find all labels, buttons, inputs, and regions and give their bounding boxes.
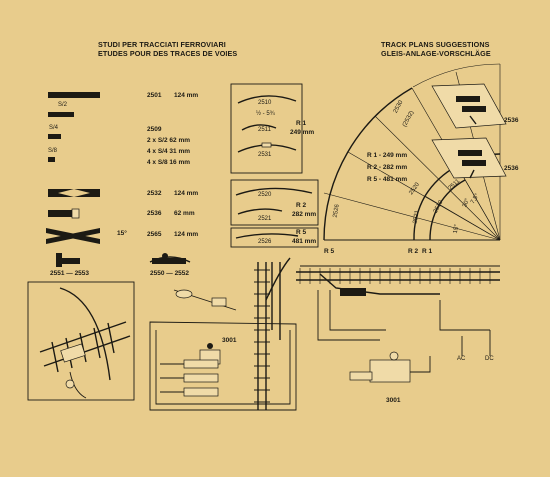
radius-r5: R 5 - 481 mm <box>367 176 408 183</box>
curve-r2-length: 282 mm <box>292 211 317 218</box>
code-2532: 2532 <box>147 190 162 197</box>
track-piece-s2 <box>48 112 74 117</box>
uncoupler-2550 <box>149 253 191 264</box>
radius-r1: R 1 - 249 mm <box>367 152 408 159</box>
track-piece-s8 <box>48 157 55 162</box>
curve-2526: 2526 <box>258 239 272 245</box>
curve-2531: 2531 <box>258 152 272 158</box>
axis-label-r5: R 5 <box>324 248 335 255</box>
controller-3001-right: 3001 <box>386 397 401 404</box>
curve-r1-length: 249 mm <box>290 129 315 136</box>
dc-label: DC <box>485 356 494 362</box>
length-2501: 124 mm <box>174 92 199 99</box>
header-right-line1: TRACK PLANS SUGGESTIONS <box>381 40 490 49</box>
code-2536: 2536 <box>147 210 162 217</box>
length-2532: 124 mm <box>174 190 199 197</box>
coupler-detail-illustration <box>27 281 135 401</box>
track-piece-2532 <box>48 189 100 197</box>
curve-fraction: ½ - 5¾ <box>256 111 275 117</box>
code-2536-top: 2536 <box>504 117 519 124</box>
curve-2510: 2510 <box>258 100 272 106</box>
track-piece-2536 <box>48 208 80 219</box>
track-piece-s4 <box>48 134 61 139</box>
length-2536: 62 mm <box>174 210 195 217</box>
curve-2520: 2520 <box>258 192 272 198</box>
crossing-2565 <box>46 228 100 244</box>
curve-box-r5 <box>230 227 319 248</box>
label-s2: S/2 <box>58 102 68 108</box>
code-2536-bottom: 2536 <box>504 165 519 172</box>
row-s4: 4 x S/4 31 mm <box>147 148 190 155</box>
axis-label-r1: R 1 <box>422 248 433 255</box>
label-2550-2552: 2550 — 2552 <box>150 270 190 277</box>
label-s8: S/8 <box>48 148 58 154</box>
code-2501: 2501 <box>147 92 162 99</box>
curve-2521: 2521 <box>258 216 272 222</box>
curve-box-r2 <box>230 179 319 226</box>
code-2509: 2509 <box>147 126 162 133</box>
label-s4: S/4 <box>49 125 59 131</box>
curve-r1-label: R 1 <box>296 120 307 127</box>
curve-box-r1 <box>230 83 303 174</box>
straight-track-2501 <box>48 92 100 98</box>
label-2551-2553: 2551 — 2553 <box>50 270 90 277</box>
row-s8: 4 x S/8 16 mm <box>147 159 190 166</box>
length-2565: 124 mm <box>174 231 199 238</box>
curve-r5-length: 481 mm <box>292 238 317 245</box>
middle-wiring-diagram <box>149 257 297 411</box>
coupling-illustration-top <box>431 83 507 129</box>
curve-r2-label: R 2 <box>296 202 307 209</box>
row-s2: 2 x S/2 62 mm <box>147 137 190 144</box>
crossing-angle: 15° <box>117 230 127 237</box>
header-right-line2: GLEIS-ANLAGE-VORSCHLÄGE <box>381 49 491 58</box>
coupling-illustration-bottom <box>431 137 507 179</box>
curve-r5-label: R 5 <box>296 229 307 236</box>
buffer-2551 <box>56 253 80 267</box>
header-left-line2: ETUDES POUR DES TRACES DE VOIES <box>98 49 238 58</box>
curve-2511: 2511 <box>258 127 271 133</box>
axis-label-r2: R 2 <box>408 248 419 255</box>
controller-3001-left: 3001 <box>222 337 237 344</box>
code-2565: 2565 <box>147 231 162 238</box>
radius-r2: R 2 - 282 mm <box>367 164 408 171</box>
ac-label: AC <box>457 356 466 362</box>
header-left-line1: STUDI PER TRACCIATI FERROVIARI <box>98 40 226 49</box>
right-wiring-diagram <box>296 265 500 383</box>
